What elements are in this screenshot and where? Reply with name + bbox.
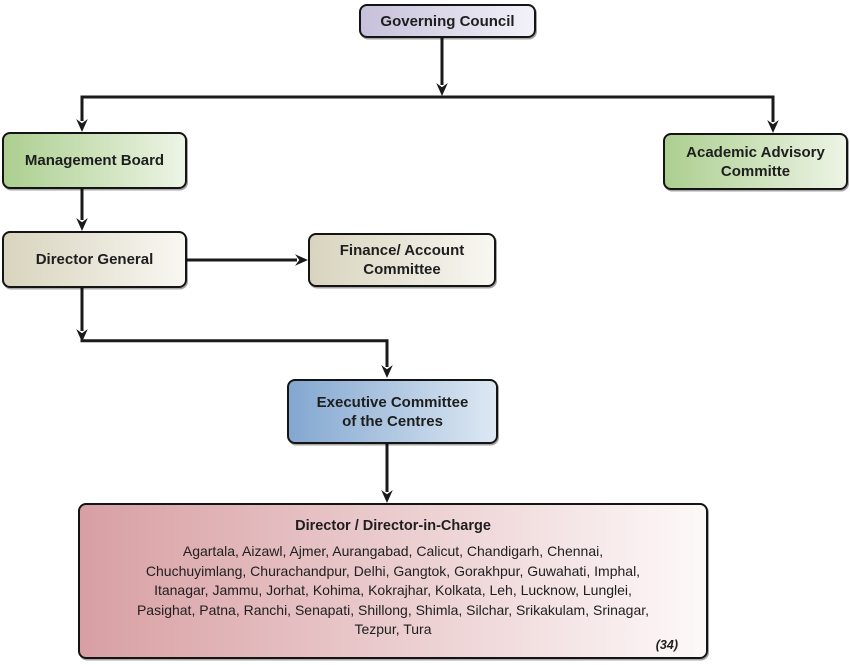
node-director-general-label: Director General [35, 251, 154, 268]
node-academic-advisory-label: Academic Advisory Committe [686, 143, 825, 180]
node-executive-committee: Executive Committee of the Centres [287, 379, 498, 444]
directors-count-badge: (34) [655, 638, 678, 652]
arrowhead-dg-to-finance [295, 254, 308, 266]
node-governing-council: Governing Council [359, 4, 536, 38]
node-finance-account-committee: Finance/ Account Committee [308, 233, 496, 287]
arrowhead-exec-to-directors [381, 490, 393, 503]
node-management-board: Management Board [2, 132, 187, 189]
arrowhead-split-to-board [76, 119, 88, 132]
arrowhead-elbow-to-exec [381, 365, 393, 378]
node-governing-council-label: Governing Council [380, 12, 515, 30]
node-director-general: Director General [2, 231, 187, 288]
directors-centre-list: Agartala, Aizawl, Ajmer, Aurangabad, Cal… [136, 543, 650, 637]
node-executive-committee-label: Executive Committee of the Centres [316, 393, 469, 430]
node-academic-advisory-committe: Academic Advisory Committe [663, 133, 848, 190]
arrowhead-split-to-advisory [767, 120, 779, 133]
arrowhead-council-down [436, 83, 448, 96]
directors-title: Director / Director-in-Charge [295, 518, 491, 534]
arrowhead-board-to-dg [76, 218, 88, 231]
node-management-board-label: Management Board [24, 152, 165, 169]
arrowhead-dg-elbow [76, 329, 88, 342]
node-finance-account-label: Finance/ Account Committee [339, 242, 465, 278]
node-director-in-charge: Director / Director-in-Charge Agartala, … [78, 503, 708, 659]
